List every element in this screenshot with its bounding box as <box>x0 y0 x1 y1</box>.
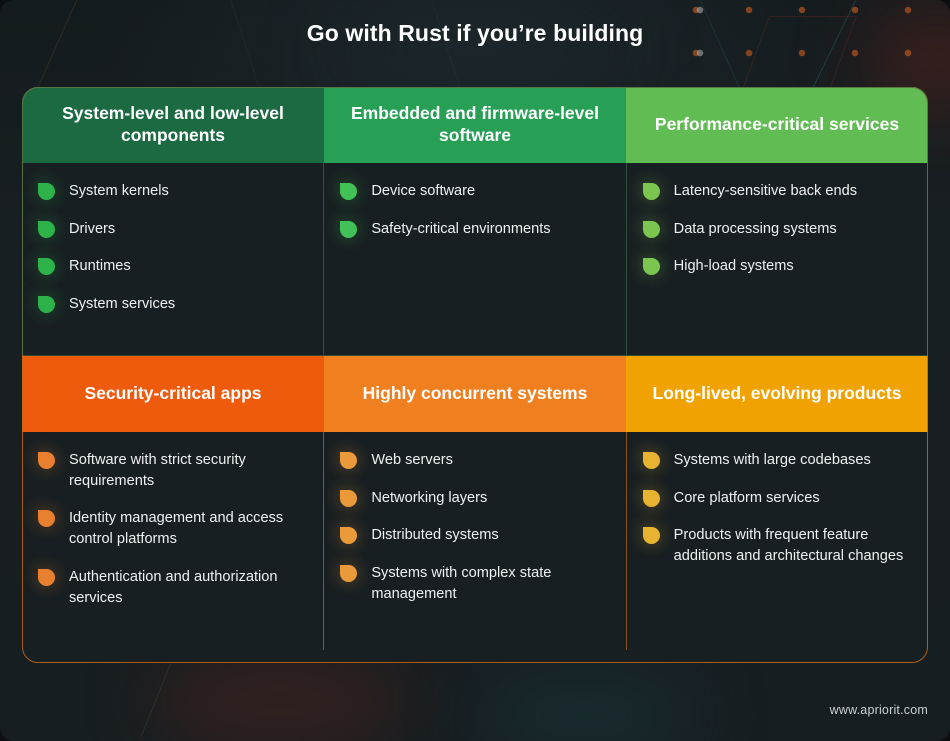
category-items-cell: Software with strict security requiremen… <box>22 432 323 650</box>
list-item-label: Networking layers <box>371 489 488 506</box>
list-item-label: Drivers <box>69 220 116 237</box>
category-header: System-level and low-level components <box>22 87 324 163</box>
list-item: Web servers <box>340 450 607 471</box>
list-item: Networking layers <box>340 488 607 509</box>
bullet-icon <box>340 183 358 200</box>
category-header: Highly concurrent systems <box>324 356 626 432</box>
center-glow <box>330 0 630 100</box>
list-item: High-load systems <box>642 256 910 277</box>
category-header: Long-lived, evolving products <box>626 356 928 432</box>
bullet-icon <box>38 568 55 586</box>
bullet-icon <box>38 258 55 276</box>
bullet-icon <box>340 489 358 507</box>
category-header: Embedded and firmware-level software <box>324 87 626 163</box>
bullet-icon <box>642 527 660 545</box>
list-item: Latency-sensitive back ends <box>642 181 910 202</box>
list-item: Drivers <box>38 219 305 240</box>
list-item: Products with frequent feature additions… <box>642 525 910 566</box>
list-item: Systems with large codebases <box>642 450 910 471</box>
list-item-label: Systems with large codebases <box>673 452 871 468</box>
amber-hexagon-line-icon <box>33 0 168 96</box>
list-item-label: Latency-sensitive back ends <box>673 183 857 199</box>
list-item-label: Identity management and access control p… <box>69 510 284 548</box>
list-item: Runtimes <box>38 256 305 277</box>
list-item: System services <box>38 294 305 315</box>
list-item-label: Safety-critical environments <box>371 220 551 237</box>
bullet-icon <box>38 183 55 200</box>
list-item-label: Products with frequent feature additions… <box>673 527 904 565</box>
list-item-label: Data processing systems <box>673 220 837 237</box>
list-item: Authentication and authorization service… <box>38 567 305 608</box>
category-header: Security-critical apps <box>22 356 324 432</box>
list-item: Device software <box>340 181 607 202</box>
list-item-label: Systems with complex state management <box>371 565 552 602</box>
bullet-icon <box>340 452 358 469</box>
list-item-label: Software with strict security requiremen… <box>69 452 246 489</box>
list-item-label: Runtimes <box>69 258 131 275</box>
list-item-label: Device software <box>371 183 476 199</box>
list-item-label: Authentication and authorization service… <box>69 568 278 606</box>
list-item-label: Web servers <box>371 452 453 468</box>
bullet-icon <box>38 296 55 314</box>
site-url: www.apriorit.com <box>829 703 928 717</box>
bullet-icon <box>38 510 55 528</box>
list-item: Identity management and access control p… <box>38 508 305 549</box>
list-item-label: System services <box>69 296 176 313</box>
bullet-icon <box>38 452 55 469</box>
bullet-icon <box>642 258 660 276</box>
bullet-icon <box>642 220 660 238</box>
bottom-teal-glow <box>470 660 700 741</box>
list-item: Software with strict security requiremen… <box>38 450 305 491</box>
bullet-icon <box>38 220 55 238</box>
bullet-icon <box>642 452 660 469</box>
page-title: Go with Rust if you’re building <box>306 20 644 46</box>
bullet-icon <box>340 565 358 583</box>
category-header: Performance-critical services <box>626 87 928 163</box>
list-item-label: Core platform services <box>673 489 820 506</box>
list-item: Core platform services <box>642 488 910 509</box>
bullet-icon <box>642 489 660 507</box>
list-item: Systems with complex state management <box>340 563 607 604</box>
list-item: System kernels <box>38 181 305 202</box>
list-item: Safety-critical environments <box>340 219 607 240</box>
list-item-label: Distributed systems <box>371 527 499 544</box>
list-item-label: System kernels <box>69 183 169 199</box>
table-body-row: Software with strict security requiremen… <box>22 432 928 650</box>
bullet-icon <box>340 527 358 545</box>
bullet-icon <box>642 183 660 200</box>
list-item: Data processing systems <box>642 219 910 240</box>
list-item: Distributed systems <box>340 525 607 546</box>
list-item-label: High-load systems <box>673 258 794 275</box>
bullet-icon <box>340 220 358 238</box>
